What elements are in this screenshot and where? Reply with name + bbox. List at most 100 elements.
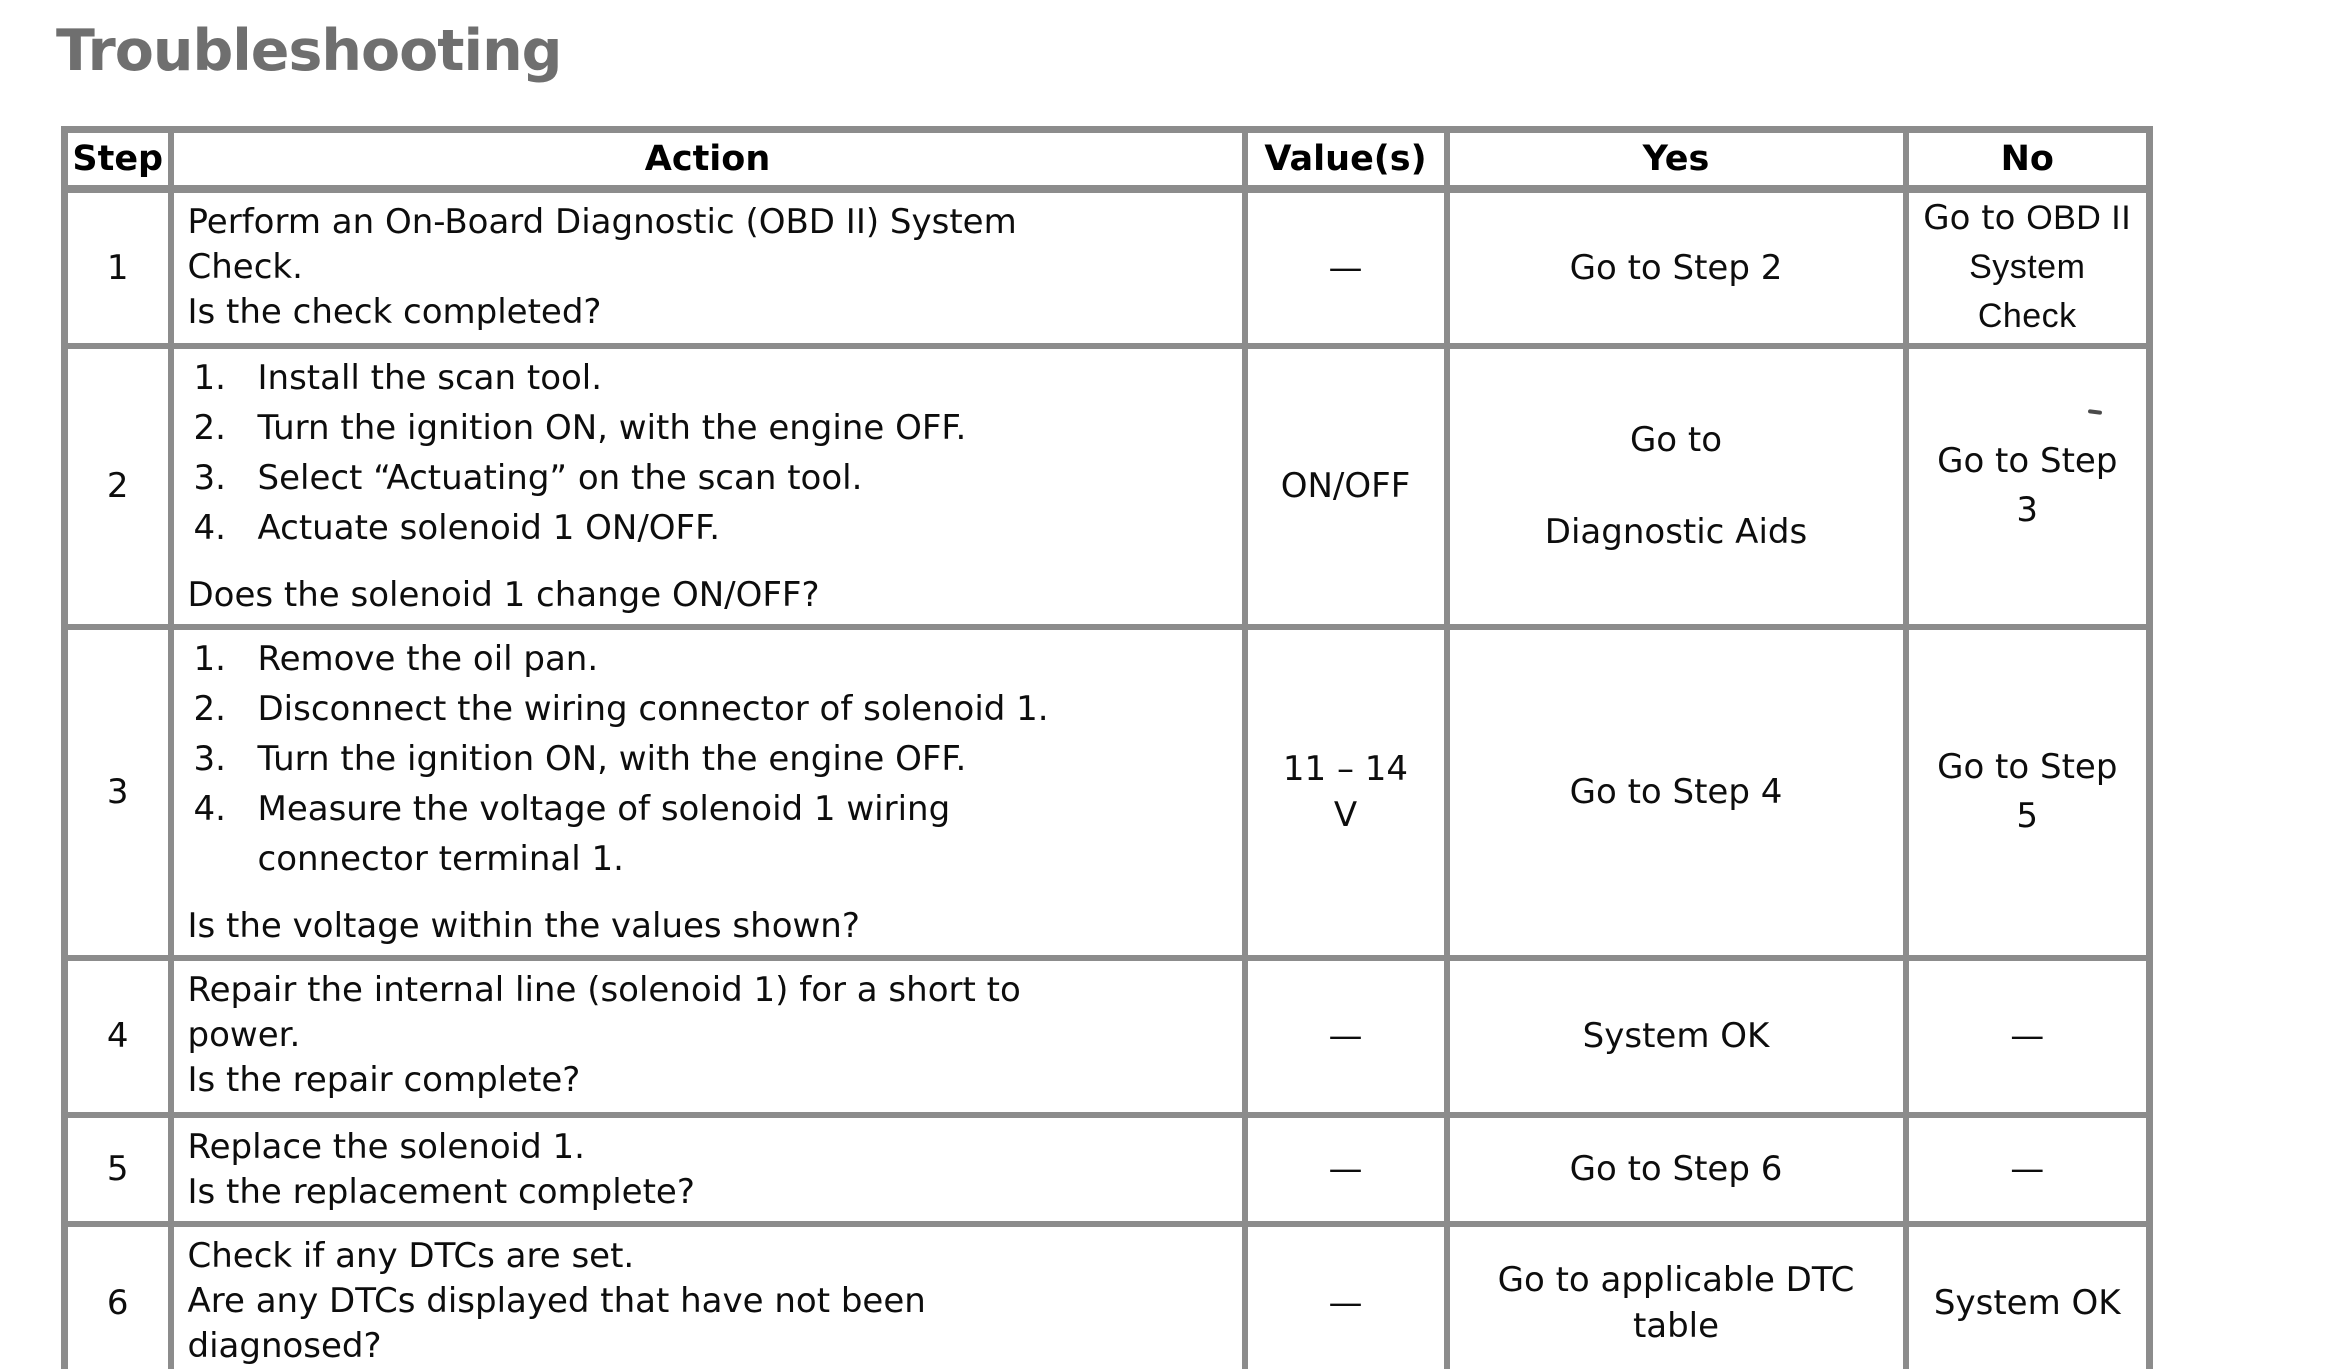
value-cell: — (1241, 185, 1450, 349)
cell-line: ON/OFF (1280, 466, 1411, 506)
action-list-item: 4. Measure the voltage of solenoid 1 wiri… (188, 787, 1232, 832)
action-list-item: 2.Turn the ignition ON, with the engine … (188, 406, 1232, 451)
page-title: Troubleshooting (56, 18, 562, 84)
step-cell: 1 (61, 185, 174, 349)
column-header-yes: Yes (1443, 126, 1909, 193)
step-cell: 5 (61, 1111, 174, 1227)
yes-cell: Go to Step 4 (1443, 623, 1909, 961)
cell-line: Does the solenoid 1 change ON/OFF? (187, 574, 820, 615)
action-list-item: 4. Actuate solenoid 1 ON/OFF. (188, 506, 1232, 551)
no-cell: — (1902, 1111, 2153, 1227)
step-cell: 4 (61, 954, 174, 1118)
reference-text: OBD II (2026, 199, 2132, 237)
list-item-text: Select “Actuating” on the scan tool. (257, 457, 863, 498)
table-row: 3 1.Remove the oil pan. 2.Disconnect the w… (61, 623, 2153, 961)
cell-line: Go to Step 4 (1569, 772, 1783, 812)
action-cell: Replace the solenoid 1.Is the replacemen… (167, 1111, 1248, 1227)
cell-line: Diagnostic Aids (1544, 512, 1808, 552)
list-item-text: Measure the voltage of solenoid 1 wiring (257, 788, 951, 829)
cell-line: Are any DTCs displayed that have not bee… (187, 1280, 926, 1321)
step-cell: 2 (61, 342, 174, 630)
cell-line: power. (187, 1014, 301, 1055)
cell-line: — (1328, 247, 1363, 288)
cell-line: V (1333, 795, 1358, 835)
cell-line: Repair the internal line (solenoid 1) fo… (187, 969, 1021, 1010)
action-list-item: 3. Turn the ignition ON, with the engine … (188, 737, 1232, 782)
list-item-text: Disconnect the wiring connector of solen… (257, 688, 1049, 729)
action-cell: Perform an On-Board Diagnostic (OBD II) … (167, 185, 1248, 349)
cell-line: connector terminal 1. (257, 838, 624, 879)
list-number: 3. (193, 457, 226, 498)
cell-line: System (1912, 243, 2144, 292)
yes-cell: Go to applicable DTC table (1443, 1220, 1909, 1369)
list-number: 3. (193, 738, 226, 779)
action-list-item: 2.Disconnect the wiring connector of sol… (188, 687, 1232, 732)
action-cell: Repair the internal line (solenoid 1) fo… (167, 954, 1248, 1118)
list-number: 4. (193, 507, 226, 548)
no-cell: System OK (1902, 1220, 2153, 1369)
step-cell: 6 (61, 1220, 174, 1369)
cell-line: table (1632, 1306, 1720, 1347)
cell-line: Go to Step 6 (1569, 1149, 1783, 1189)
value-cell: — (1241, 954, 1450, 1118)
cell-line: Go to OBD II (1912, 195, 2144, 244)
list-number: 4. (193, 788, 226, 829)
cell-line: diagnosed? (187, 1325, 382, 1366)
no-cell: — (1902, 954, 2153, 1118)
cell-line: System OK (1582, 1016, 1770, 1056)
list-item-text: Turn the ignition ON, with the engine OF… (257, 738, 967, 779)
cell-line: Go to (1629, 420, 1723, 460)
table-row: 4 Repair the internal line (solenoid 1) f… (61, 954, 2153, 1118)
action-list-item: 1.Remove the oil pan. (188, 637, 1232, 682)
cell-line: Replace the solenoid 1. (187, 1126, 585, 1167)
yes-cell: Go to Step 6 (1443, 1111, 1909, 1227)
cell-line: — (2010, 1015, 2045, 1056)
cell-line: Is the voltage within the values shown? (187, 905, 860, 946)
list-item-text: Turn the ignition ON, with the engine OF… (257, 407, 967, 448)
table-row: 1 Perform an On-Board Diagnostic (OBD II)… (61, 185, 2153, 349)
action-list-item: 1.Install the scan tool. (188, 356, 1232, 401)
no-cell: Go to Step 3 (1902, 342, 2153, 630)
value-cell: 11 – 14 V (1241, 623, 1450, 961)
column-header-values: Value(s) (1241, 126, 1450, 193)
value-cell: ON/OFF (1241, 342, 1450, 630)
value-cell: — (1241, 1111, 1450, 1227)
cell-line: Go to applicable DTC (1497, 1260, 1855, 1301)
no-cell: Go to Step 5 (1902, 623, 2153, 961)
table-row: 2 1.Install the scan tool. 2.Turn the igni… (61, 342, 2153, 630)
yes-cell: Go to Diagnostic Aids (1443, 342, 1909, 630)
yes-cell: Go to Step 2 (1443, 185, 1909, 349)
value-cell: — (1241, 1220, 1450, 1369)
cell-line: Go to Step (1937, 747, 2118, 787)
list-number: 1. (193, 357, 226, 398)
reference-text: Check (1977, 297, 2077, 335)
action-cell: 1.Install the scan tool. 2.Turn the ignit… (167, 342, 1248, 630)
action-cell: Check if any DTCs are set.Are any DTCs d… (167, 1220, 1248, 1369)
cell-line (1453, 463, 1900, 509)
cell-line: — (1328, 1149, 1363, 1189)
list-item-text: Remove the oil pan. (257, 638, 599, 679)
cell-line: Perform an On-Board Diagnostic (OBD II) … (187, 201, 1017, 242)
column-header-no: No (1902, 126, 2153, 193)
action-list-item: 3. Select “Actuating” on the scan tool. (188, 456, 1232, 501)
cell-line: 5 (2016, 796, 2039, 836)
cell-line: Check (1912, 292, 2144, 340)
cell-line: — (2010, 1148, 2045, 1189)
step-cell: 3 (61, 623, 174, 961)
column-header-step: Step (61, 126, 174, 193)
reference-text: System (1969, 248, 2086, 286)
cell-line: Is the repair complete? (187, 1059, 581, 1100)
cell-line: Go to Step (1937, 441, 2118, 481)
yes-cell: System OK (1443, 954, 1909, 1118)
cell-line: 3 (2016, 490, 2039, 530)
cell-line: — (1328, 1016, 1363, 1056)
cell-line: 11 – 14 (1282, 749, 1409, 789)
cell-line: — (1328, 1283, 1363, 1324)
list-item-text: Actuate solenoid 1 ON/OFF. (257, 507, 721, 548)
